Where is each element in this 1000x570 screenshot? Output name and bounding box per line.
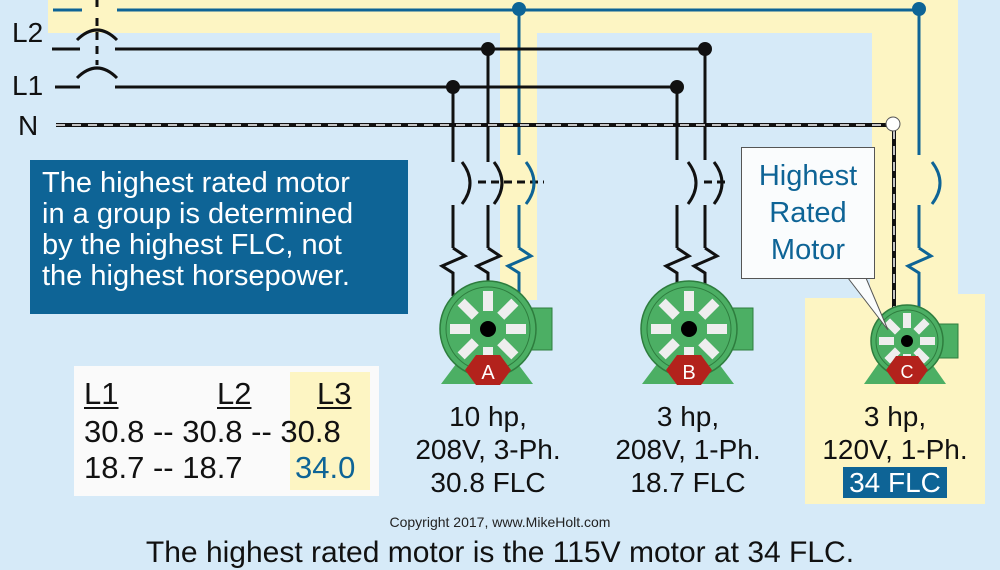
motor-c-branch	[904, 161, 942, 310]
motor-a-badge: A	[481, 362, 495, 384]
motor-c-flc: 34 FLC	[843, 467, 947, 498]
header-l3: L3	[317, 376, 352, 411]
caption: The highest rated motor is the 115V moto…	[145, 536, 855, 569]
note-line: the highest horsepower.	[42, 260, 350, 292]
header-l1: L1	[84, 376, 119, 411]
l3-highlight	[48, 0, 958, 310]
motor-c-icon	[864, 304, 959, 384]
copyright: Copyright 2017, www.MikeHolt.com	[389, 514, 611, 530]
neutral-junction	[885, 116, 901, 132]
highest-rated-callout: Highest Rated Motor	[741, 147, 875, 279]
callout-line: Highest	[758, 160, 858, 192]
note-line: The highest rated motor	[42, 167, 350, 199]
table-row-1: 30.8 -- 30.8 -- 30.8	[84, 414, 341, 449]
main-breaker-icon	[75, 0, 119, 80]
load-table: L1 L2 L3 30.8 -- 30.8 -- 30.8 18.7 -- 18…	[74, 366, 379, 496]
neutral-bus	[56, 123, 896, 310]
l2-bus	[52, 47, 708, 160]
motor-b-badge: B	[682, 362, 695, 384]
motor-a-voltage: 208V, 3-Ph.	[415, 434, 561, 465]
motor-c-hp: 3 hp,	[863, 401, 927, 432]
motor-b-flc: 18.7 FLC	[630, 467, 746, 498]
info-note: The highest rated motor in a group is de…	[30, 160, 408, 314]
motor-c-voltage: 120V, 1-Ph.	[822, 434, 968, 465]
callout-line: Rated	[769, 197, 847, 229]
motor-b-hp: 3 hp,	[656, 401, 720, 432]
motor-a-icon	[439, 280, 553, 385]
motor-b-icon	[640, 280, 754, 385]
table-row-2-l3: 34.0	[295, 450, 356, 485]
note-line: by the highest FLC, not	[42, 229, 342, 261]
n-label: N	[18, 110, 39, 141]
l3-junction-c	[912, 2, 926, 16]
motor-a-specs: 10 hp, 208V, 3-Ph. 30.8 FLC	[398, 400, 578, 499]
motor-c-badge: C	[901, 362, 914, 382]
l3-junction-a	[512, 2, 526, 16]
motor-b-branch	[662, 161, 728, 296]
l2-label: L2	[12, 17, 44, 48]
l1-label: L1	[12, 70, 44, 101]
motor-a-flc: 30.8 FLC	[430, 467, 546, 498]
note-line: in a group is determined	[42, 198, 354, 230]
l3-column-highlight	[290, 372, 370, 490]
table-row-2: 18.7 -- 18.7	[84, 450, 243, 485]
header-l2: L2	[217, 376, 252, 411]
motor-a-hp: 10 hp,	[449, 401, 527, 432]
motor-b-specs: 3 hp, 208V, 1-Ph. 18.7 FLC	[598, 400, 778, 499]
motor-c-specs: 3 hp, 120V, 1-Ph. 34 FLC	[805, 400, 985, 499]
callout-line: Motor	[770, 234, 846, 266]
motor-b-voltage: 208V, 1-Ph.	[615, 434, 761, 465]
